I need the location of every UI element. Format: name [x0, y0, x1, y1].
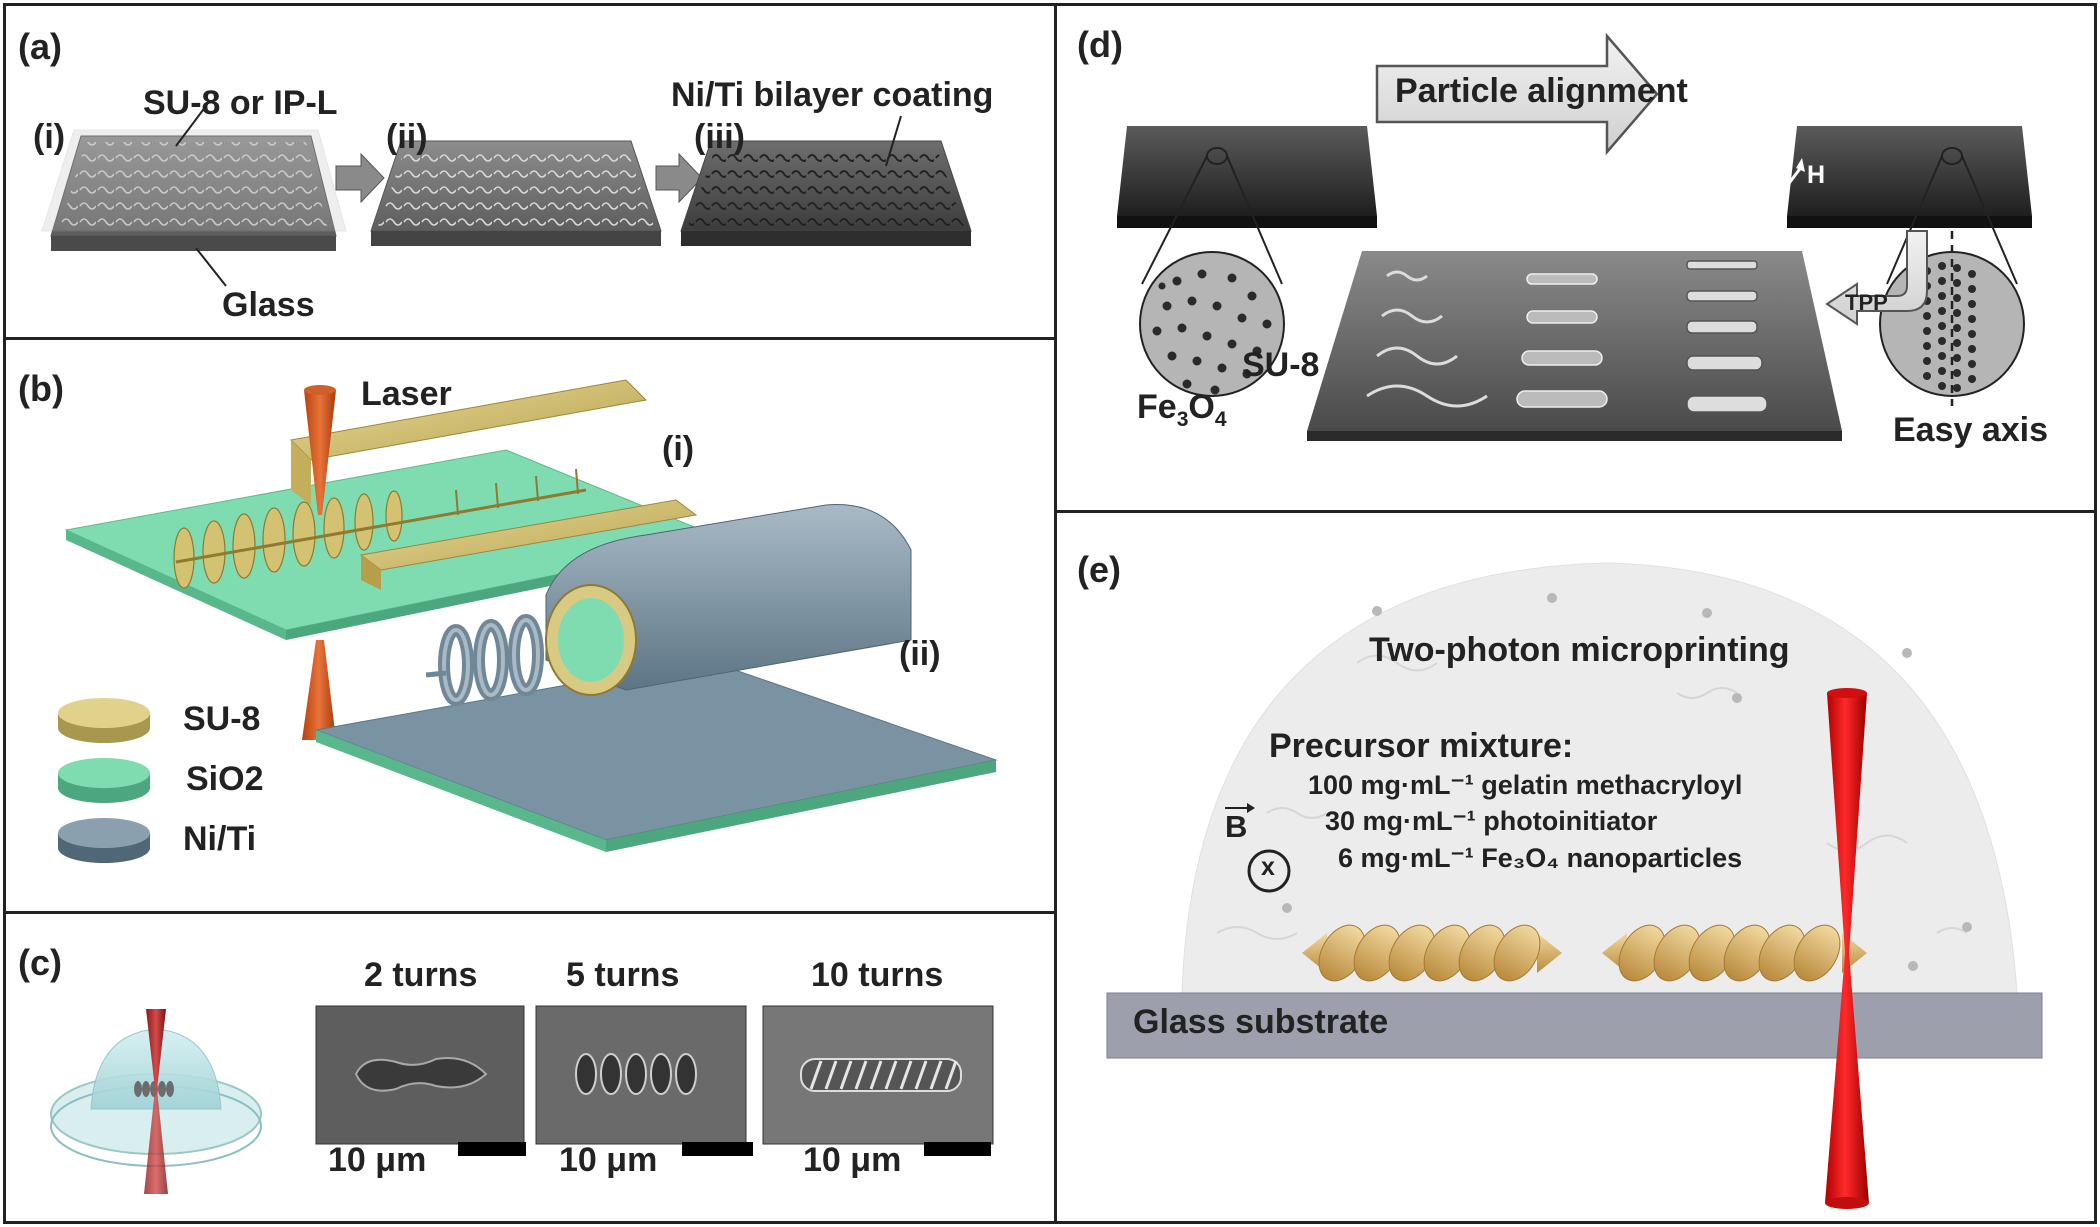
step-i-label: (i): [662, 430, 695, 468]
arrow-step-1: [335, 152, 385, 204]
helix-right: [1602, 924, 1867, 982]
panel-e-illustration: [1106, 562, 2043, 1209]
droplet-sketch: [50, 1009, 262, 1194]
panel-d: (d) Particle alignment H TPP SU-8 Fe3O4 …: [1054, 3, 2097, 513]
panel-b-label: (b): [18, 368, 64, 409]
scale-bar-1: [458, 1142, 526, 1156]
scale-label-2: 10 μm: [559, 1141, 658, 1179]
easy-axis-label: Easy axis: [1893, 411, 2049, 449]
legend-su8-swatch: [58, 698, 150, 743]
glass-label: Glass: [222, 286, 315, 324]
su8-structure: [173, 379, 698, 590]
sem-image-10-turns: [762, 1005, 994, 1145]
resist-label: SU-8 or IP-L: [143, 84, 338, 122]
step-ii-label: (ii): [899, 635, 941, 673]
legend-niti-swatch: [58, 818, 150, 863]
panel-b-illustration: [58, 379, 998, 863]
panel-a-label: (a): [18, 26, 62, 67]
coating-label: Ni/Ti bilayer coating: [671, 76, 994, 114]
fe3o4-label: Fe3O4: [1137, 388, 1227, 431]
niti-coated-structure: [425, 504, 912, 706]
aligned-particles-zoom: [1879, 231, 2025, 406]
title-5-turns: 5 turns: [566, 956, 680, 994]
slab-aligned: [1785, 126, 2032, 228]
field-h-label: H: [1807, 161, 1826, 189]
plate-metal-coated: [680, 140, 972, 246]
step-i-label: (i): [33, 118, 66, 156]
sem-image-5-turns: [535, 1005, 747, 1145]
su8-label: SU-8: [1242, 346, 1320, 384]
scale-bar-2: [682, 1142, 753, 1156]
legend-niti-label: Ni/Ti: [183, 820, 257, 858]
alignment-arrow-label: Particle alignment: [1395, 72, 1688, 110]
panel-d-illustration: [1117, 32, 2032, 441]
tpp-arrow: [1825, 230, 1928, 326]
focused-laser-beam: [1825, 688, 1869, 1209]
legend-su8-label: SU-8: [183, 700, 261, 738]
panel-a: (a) (i) SU-8 or IP-L (ii) Ni/Ti bilayer …: [3, 3, 1057, 340]
step-iii-label: (iii): [694, 118, 745, 156]
panel-e: (e) Two-photon microprinting Precursor m…: [1054, 510, 2097, 1224]
step-ii-label: (ii): [386, 118, 428, 156]
plate-resist-coated: [41, 129, 347, 251]
laser-beam: [302, 385, 336, 740]
panel-b: (b) Laser (i) (ii) SU-8 SiO2 Ni/Ti: [3, 337, 1057, 914]
field-into-page-icon: [1225, 803, 1291, 893]
field-b-label: B: [1225, 809, 1248, 844]
laser-label: Laser: [361, 375, 452, 413]
precursor-droplet: [1181, 562, 2018, 994]
sio2-substrate-ii: [314, 659, 998, 852]
scale-bar-3: [924, 1142, 991, 1156]
scale-label-3: 10 μm: [803, 1141, 902, 1179]
mixture-line-1: 100 mg·mL⁻¹ gelatin methacryloyl: [1308, 770, 1743, 800]
slab-random: [1117, 126, 1377, 228]
scale-label-1: 10 μm: [328, 1141, 427, 1179]
mixture-title: Precursor mixture:: [1269, 727, 1574, 765]
printed-helix-array: [1307, 251, 1842, 441]
alignment-arrow: [1375, 32, 1659, 156]
plate-developed: [370, 140, 662, 246]
mixture-line-2: 30 mg·mL⁻¹ photoinitiator: [1325, 806, 1658, 836]
arrow-step-2: [655, 152, 703, 204]
panel-c: (c) 2 turns 5 turns 10 turns 10 μm 10 μm…: [3, 911, 1057, 1224]
field-x-label: x: [1261, 853, 1275, 881]
microprinting-title: Two-photon microprinting: [1369, 631, 1790, 669]
panel-e-label: (e): [1077, 549, 1121, 590]
glass-substrate: [1106, 992, 2043, 1059]
mixture-line-3: 6 mg·mL⁻¹ Fe₃O₄ nanoparticles: [1338, 843, 1743, 873]
tpp-label: TPP: [1845, 290, 1888, 315]
helix-left: [1302, 924, 1562, 982]
random-particles-zoom: [1139, 251, 1285, 397]
panel-c-illustration: [50, 1005, 994, 1194]
legend-sio2-label: SiO2: [186, 760, 264, 798]
panel-a-illustration: [41, 105, 972, 287]
title-2-turns: 2 turns: [364, 956, 478, 994]
glass-substrate-label: Glass substrate: [1133, 1003, 1389, 1041]
legend-sio2-swatch: [58, 758, 150, 803]
panel-d-label: (d): [1077, 24, 1123, 65]
title-10-turns: 10 turns: [811, 956, 944, 994]
sem-image-2-turns: [315, 1005, 525, 1145]
panel-c-label: (c): [18, 942, 62, 983]
